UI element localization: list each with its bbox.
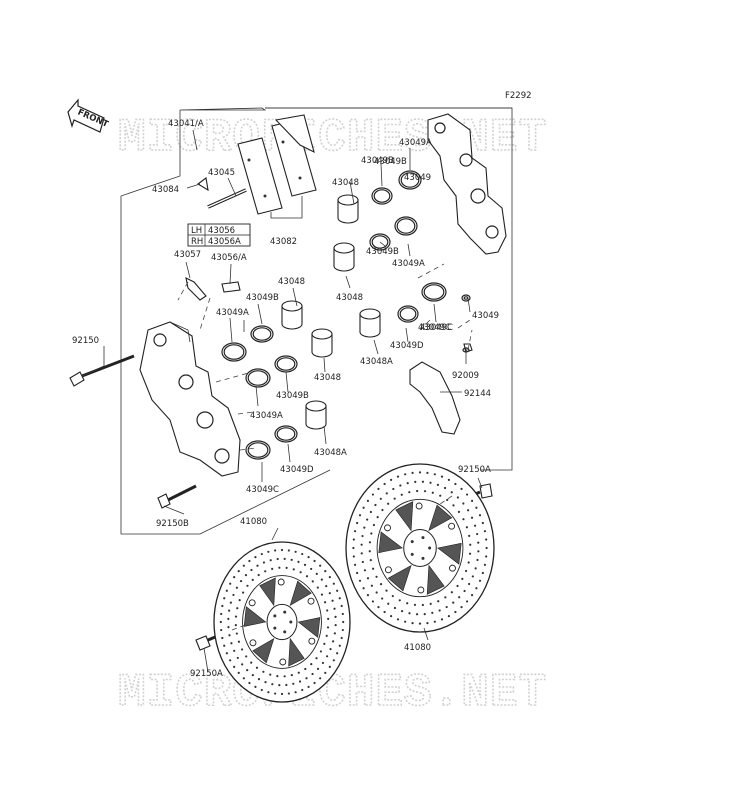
seal-ring <box>245 368 271 388</box>
part-label: 43049D <box>280 465 314 475</box>
part-label: 43084 <box>152 185 179 195</box>
piston <box>311 328 333 358</box>
part-label: 43049A <box>392 259 425 269</box>
figure-code: F2292 <box>505 91 532 101</box>
part-label: 43048A <box>360 357 393 367</box>
part-label: 43049 <box>404 173 431 183</box>
right-caliper <box>427 113 507 255</box>
part-label: 43041/A <box>168 119 204 129</box>
caliper-bracket <box>409 343 473 435</box>
piston <box>281 300 303 330</box>
leader-lines <box>81 129 483 673</box>
left-caliper <box>139 321 241 477</box>
part-label: 43048 <box>332 178 359 188</box>
seal-ring <box>274 425 298 443</box>
seal-ring <box>397 305 419 323</box>
part-label: 43049A <box>250 411 283 421</box>
part-label: 43049A <box>399 138 432 148</box>
seal-ring <box>461 294 471 302</box>
variant-box: LH 43056 RH 43056A <box>187 223 251 247</box>
seal-ring <box>274 355 298 373</box>
part-label: 41080 <box>404 643 431 653</box>
brake-discs <box>213 463 495 703</box>
bleeder-valves <box>185 277 241 301</box>
pistons-group <box>281 194 381 430</box>
part-label: 43048 <box>314 373 341 383</box>
part-labels: 43041/A 43084 43045 43082 43057 43056/A 43048 4… <box>72 119 499 679</box>
part-label: 43049B <box>361 156 394 166</box>
assembly-dashes <box>177 263 473 631</box>
part-label: 43049A <box>216 308 249 318</box>
part-label: 43048 <box>278 277 305 287</box>
part-label: 43048A <box>314 448 347 458</box>
part-label: 43049C <box>420 323 453 333</box>
seal-ring <box>371 187 393 205</box>
part-label: 92150A <box>190 669 223 679</box>
variant-rh-side: RH <box>191 237 203 247</box>
part-label: 43049B <box>374 157 407 167</box>
part-label: 92144 <box>464 389 491 399</box>
part-label: 92150B <box>156 519 189 529</box>
part-label: 43049B <box>246 293 279 303</box>
brake-disc <box>213 541 351 703</box>
caliper-bolts-left <box>69 354 197 509</box>
part-label: 43049B <box>366 247 399 257</box>
part-label: 43049B <box>276 391 309 401</box>
part-label: 43045 <box>208 168 235 178</box>
seals-group <box>221 170 471 460</box>
part-label: 43049 <box>472 311 499 321</box>
part-label: 41080 <box>240 517 267 527</box>
part-label: 43049C <box>418 323 451 333</box>
part-label: 92009 <box>452 371 479 381</box>
brake-disc <box>345 463 495 633</box>
seal-ring <box>369 233 391 251</box>
part-label: 92150A <box>458 465 491 475</box>
seal-ring <box>221 342 247 362</box>
front-arrow-icon: FRONT <box>67 98 110 133</box>
watermark-top: MICROFICHES.NET <box>118 112 547 164</box>
part-label: 43082 <box>270 237 297 247</box>
pad-pin <box>197 177 247 209</box>
seal-ring <box>394 216 418 236</box>
part-label: 43049D <box>390 341 424 351</box>
piston <box>337 194 359 224</box>
piston <box>359 308 381 338</box>
seal-ring <box>250 325 274 343</box>
part-label: 43056/A <box>211 253 247 263</box>
part-label: 43049C <box>246 485 279 495</box>
part-label: 43048 <box>336 293 363 303</box>
variant-rh-part: 43056A <box>208 237 241 247</box>
piston <box>305 400 327 430</box>
seal-ring <box>421 282 447 302</box>
variant-lh-part: 43056 <box>208 226 235 236</box>
variant-lh-side: LH <box>191 226 202 236</box>
piston <box>333 242 355 272</box>
brake-pads <box>237 114 317 219</box>
seal-ring <box>245 440 271 460</box>
seal-ring <box>398 170 422 190</box>
part-label: 92150 <box>72 336 99 346</box>
part-label: 43057 <box>174 250 201 260</box>
